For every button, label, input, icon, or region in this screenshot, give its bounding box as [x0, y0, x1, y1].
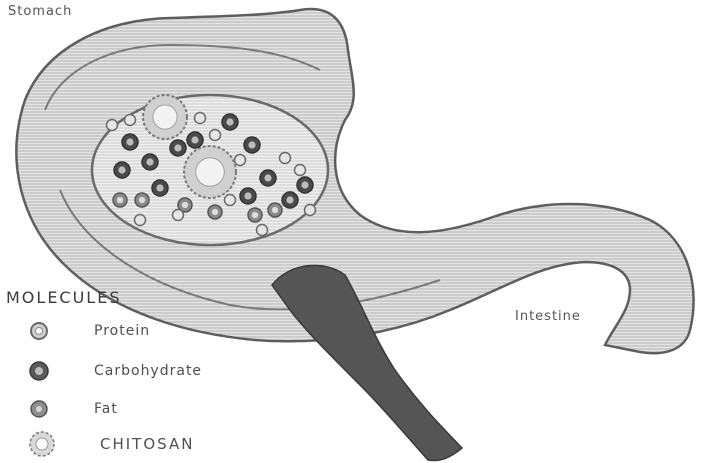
- fat-molecule: [117, 197, 123, 203]
- carbohydrate-molecule: [286, 196, 293, 203]
- carbohydrate-molecule: [156, 184, 163, 191]
- fat-molecule: [272, 207, 278, 213]
- legend-label: Fat: [94, 401, 118, 417]
- carbohydrate-molecule: [301, 181, 308, 188]
- protein-molecule: [305, 205, 316, 216]
- protein-molecule: [173, 210, 184, 221]
- carbohydrate-molecule: [244, 192, 251, 199]
- intestine-label: Intestine: [515, 309, 581, 324]
- chitosan-molecule: [196, 158, 225, 187]
- fat-molecule: [139, 197, 145, 203]
- protein-molecule: [257, 225, 268, 236]
- legend-label: Carbohydrate: [94, 363, 202, 379]
- carbohydrate-molecule: [174, 144, 181, 151]
- legend-title: MOLECULES: [6, 288, 121, 307]
- fat-icon: [24, 394, 54, 424]
- legend-label: Protein: [94, 323, 150, 339]
- protein-molecule: [280, 153, 291, 164]
- fat-molecule: [212, 209, 218, 215]
- carbohydrate-molecule: [248, 141, 255, 148]
- organ-label: Stomach: [8, 4, 72, 19]
- legend-label: CHITOSAN: [100, 435, 194, 453]
- carbohydrate-molecule: [118, 166, 125, 173]
- protein-icon: [24, 316, 54, 346]
- legend-item-protein: Protein: [24, 316, 284, 346]
- legend-item-carbohydrate: Carbohydrate: [24, 356, 284, 386]
- protein-molecule: [195, 113, 206, 124]
- protein-molecule: [235, 155, 246, 166]
- chitosan-icon: [24, 428, 64, 460]
- legend-item-chitosan: CHITOSAN: [24, 430, 284, 460]
- protein-molecule: [225, 195, 236, 206]
- protein-molecule: [210, 130, 221, 141]
- protein-molecule: [135, 215, 146, 226]
- protein-molecule: [295, 165, 306, 176]
- carbohydrate-molecule: [226, 118, 233, 125]
- legend-item-fat: Fat: [24, 394, 284, 424]
- carbohydrate-icon: [24, 356, 54, 386]
- carbohydrate-molecule: [264, 174, 271, 181]
- fat-molecule: [252, 212, 258, 218]
- protein-molecule: [125, 115, 136, 126]
- chitosan-molecule: [153, 105, 177, 129]
- fat-molecule: [182, 202, 188, 208]
- carbohydrate-molecule: [146, 158, 153, 165]
- protein-molecule: [107, 120, 118, 131]
- carbohydrate-molecule: [126, 138, 133, 145]
- carbohydrate-molecule: [191, 136, 198, 143]
